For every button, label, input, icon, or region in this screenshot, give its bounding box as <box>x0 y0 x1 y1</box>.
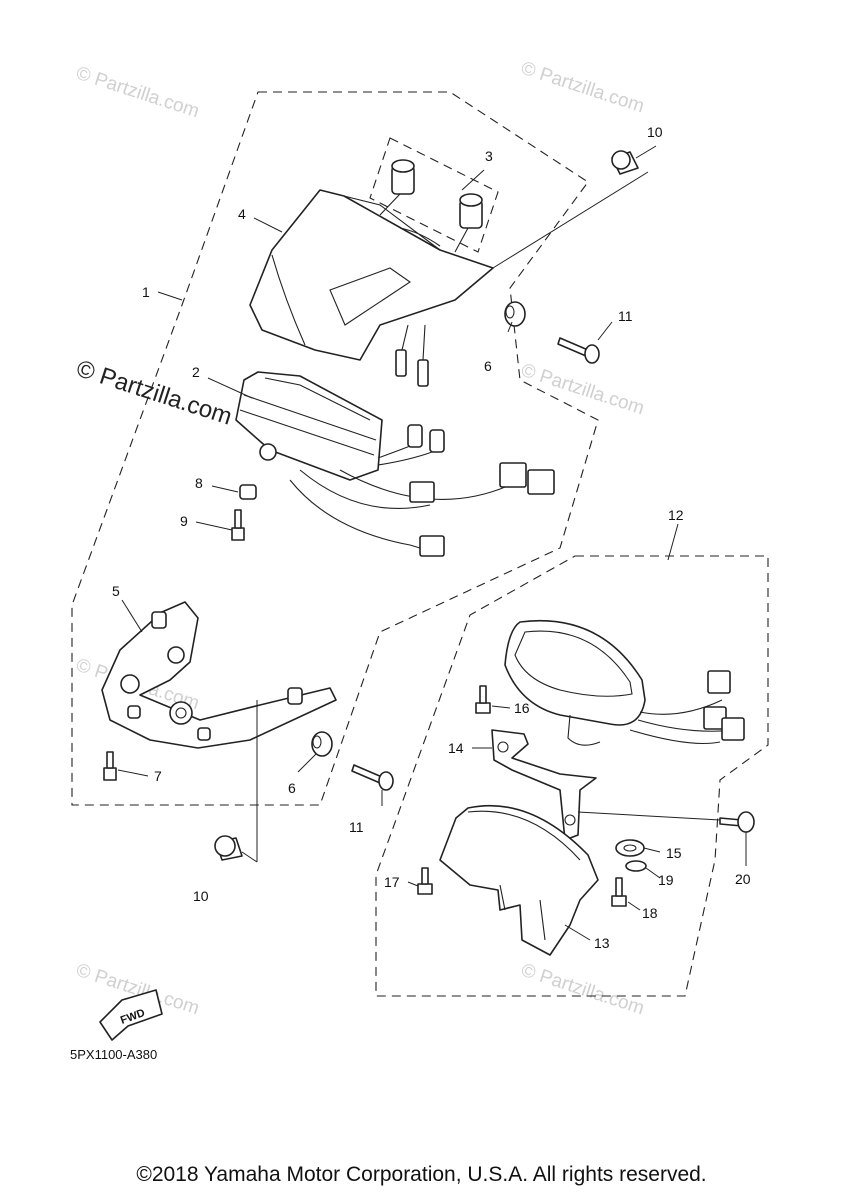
copyright-footer: ©2018 Yamaha Motor Corporation, U.S.A. A… <box>136 1163 707 1186</box>
callout-5: 5 <box>112 583 120 599</box>
callout-10-lower: 10 <box>193 888 209 904</box>
callout-20: 20 <box>735 871 751 887</box>
callout-14: 14 <box>448 740 464 756</box>
meter-case-13 <box>439 804 599 956</box>
callout-13: 13 <box>594 935 610 951</box>
meter-cover <box>249 189 494 387</box>
damper-6-lower <box>311 731 333 757</box>
callouts: 1 2 3 4 5 6 6 7 8 9 10 10 11 11 12 13 14… <box>112 124 751 951</box>
callout-6-upper: 6 <box>484 358 492 374</box>
collar-10-lower <box>214 835 243 861</box>
watermark: © Partzilla.com <box>73 63 201 123</box>
callout-11-upper: 11 <box>618 308 633 324</box>
callout-17: 17 <box>384 874 400 890</box>
screw-17 <box>417 867 433 895</box>
screw-18 <box>611 877 627 907</box>
watermark: © Partzilla.com <box>518 960 646 1020</box>
bolt-20 <box>719 811 755 833</box>
damper-6-upper <box>504 301 526 327</box>
watermark-large: © Partzilla.com <box>73 355 235 431</box>
collar-8 <box>239 484 257 500</box>
indicator-sockets <box>379 159 483 253</box>
callout-7: 7 <box>154 768 162 784</box>
diagram-code: 5PX1100-A380 <box>70 1047 158 1062</box>
screw-7 <box>103 751 117 781</box>
callout-19: 19 <box>658 872 674 888</box>
collar-10-upper <box>611 150 639 175</box>
leader-lines <box>117 145 747 941</box>
callout-8: 8 <box>195 475 203 491</box>
callout-1: 1 <box>142 284 150 300</box>
screw-16 <box>475 685 491 714</box>
callout-10-upper: 10 <box>647 124 663 140</box>
fwd-arrow-icon: FWD <box>99 989 163 1041</box>
callout-4: 4 <box>238 206 246 222</box>
meter-assembly <box>235 371 555 557</box>
screw-9 <box>231 509 245 541</box>
assembly-3-outline <box>369 137 499 253</box>
bracket-14 <box>491 729 597 841</box>
tachometer <box>504 619 745 746</box>
callout-6-lower: 6 <box>288 780 296 796</box>
watermark: © Partzilla.com <box>518 58 646 118</box>
callout-11-lower: 11 <box>349 819 364 835</box>
bolt-11-lower <box>351 764 394 791</box>
assembly-1-outline <box>71 91 599 806</box>
callout-15: 15 <box>666 845 682 861</box>
bolt-11-upper <box>557 337 600 364</box>
callout-2: 2 <box>192 364 200 380</box>
washer-19 <box>625 860 647 872</box>
grommet-15 <box>615 839 645 857</box>
callout-16: 16 <box>514 700 530 716</box>
callout-3: 3 <box>485 148 493 164</box>
callout-12: 12 <box>668 507 684 523</box>
assembly-12-outline <box>375 555 769 997</box>
callout-9: 9 <box>180 513 188 529</box>
callout-18: 18 <box>642 905 658 921</box>
meter-stay <box>101 601 337 749</box>
